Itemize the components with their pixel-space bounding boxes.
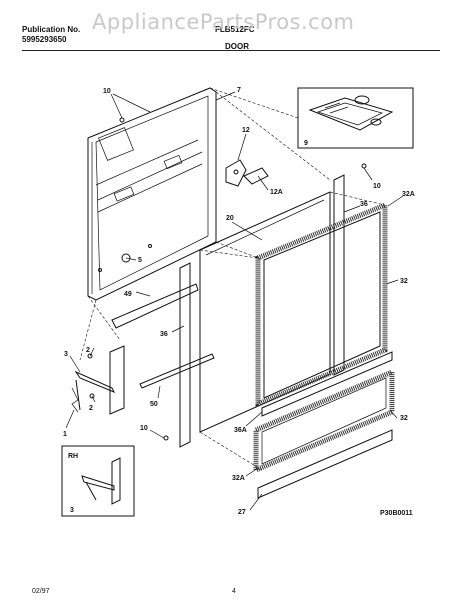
inset-dispenser <box>308 95 394 131</box>
callout-20: 20 <box>226 215 234 222</box>
callout-12: 12 <box>242 127 250 134</box>
callout-10c: 10 <box>140 425 148 432</box>
watermark: AppliancePartsPros.com <box>92 10 355 34</box>
publication-label: Publication No. <box>22 25 81 34</box>
callout-27: 27 <box>238 509 246 516</box>
lower-panel <box>253 368 395 474</box>
screw-icon <box>361 163 367 169</box>
front-door-panel <box>255 201 388 408</box>
callout-36b: 36 <box>160 331 168 338</box>
callout-32: 32 <box>400 278 408 285</box>
callout-32a: 32A <box>402 191 415 198</box>
inner-door-frame <box>87 87 217 301</box>
bottom-trim <box>257 429 393 499</box>
page-number: 4 <box>232 588 236 595</box>
screw-icon <box>163 435 169 441</box>
model-number: FLB512FC <box>215 25 255 34</box>
callout-9: 9 <box>304 140 308 147</box>
inset-rh-hinge <box>81 457 121 505</box>
inset-rh-label: RH <box>68 453 78 460</box>
callout-5: 5 <box>138 257 142 264</box>
inset-box-rh <box>61 445 135 517</box>
bracket-49 <box>111 283 199 329</box>
strip-50 <box>139 353 215 389</box>
callout-10b: 10 <box>373 183 381 190</box>
footer-date: 02/97 <box>32 588 50 595</box>
callout-3: 3 <box>64 351 68 358</box>
callout-50: 50 <box>150 401 158 408</box>
callout-7: 7 <box>237 87 241 94</box>
section-title: DOOR <box>225 42 249 51</box>
inset-box-top <box>297 87 414 149</box>
callout-12a: 12A <box>270 189 283 196</box>
callout-36a: 36A <box>234 427 247 434</box>
callout-32b: 32 <box>400 415 408 422</box>
trim-strip <box>261 351 393 417</box>
hinge-assembly <box>71 345 125 415</box>
header-rule <box>22 50 440 51</box>
publication-number: 5995293650 <box>22 35 67 44</box>
outer-door-panel <box>199 191 331 433</box>
door-latch <box>225 159 269 187</box>
callout-36: 36 <box>360 201 368 208</box>
side-channel-right <box>333 174 345 376</box>
side-channel-left <box>179 262 191 448</box>
callout-3b: 3 <box>70 507 74 514</box>
callout-49: 49 <box>124 291 132 298</box>
explode-lines <box>79 191 386 471</box>
screw-icon <box>119 117 125 123</box>
callout-1: 1 <box>63 431 67 438</box>
callout-32a-b: 32A <box>232 475 245 482</box>
diagram-code: P30B0011 <box>380 510 413 517</box>
callout-2b: 2 <box>89 405 93 412</box>
callout-2: 2 <box>86 347 90 354</box>
callout-10: 10 <box>103 88 111 95</box>
